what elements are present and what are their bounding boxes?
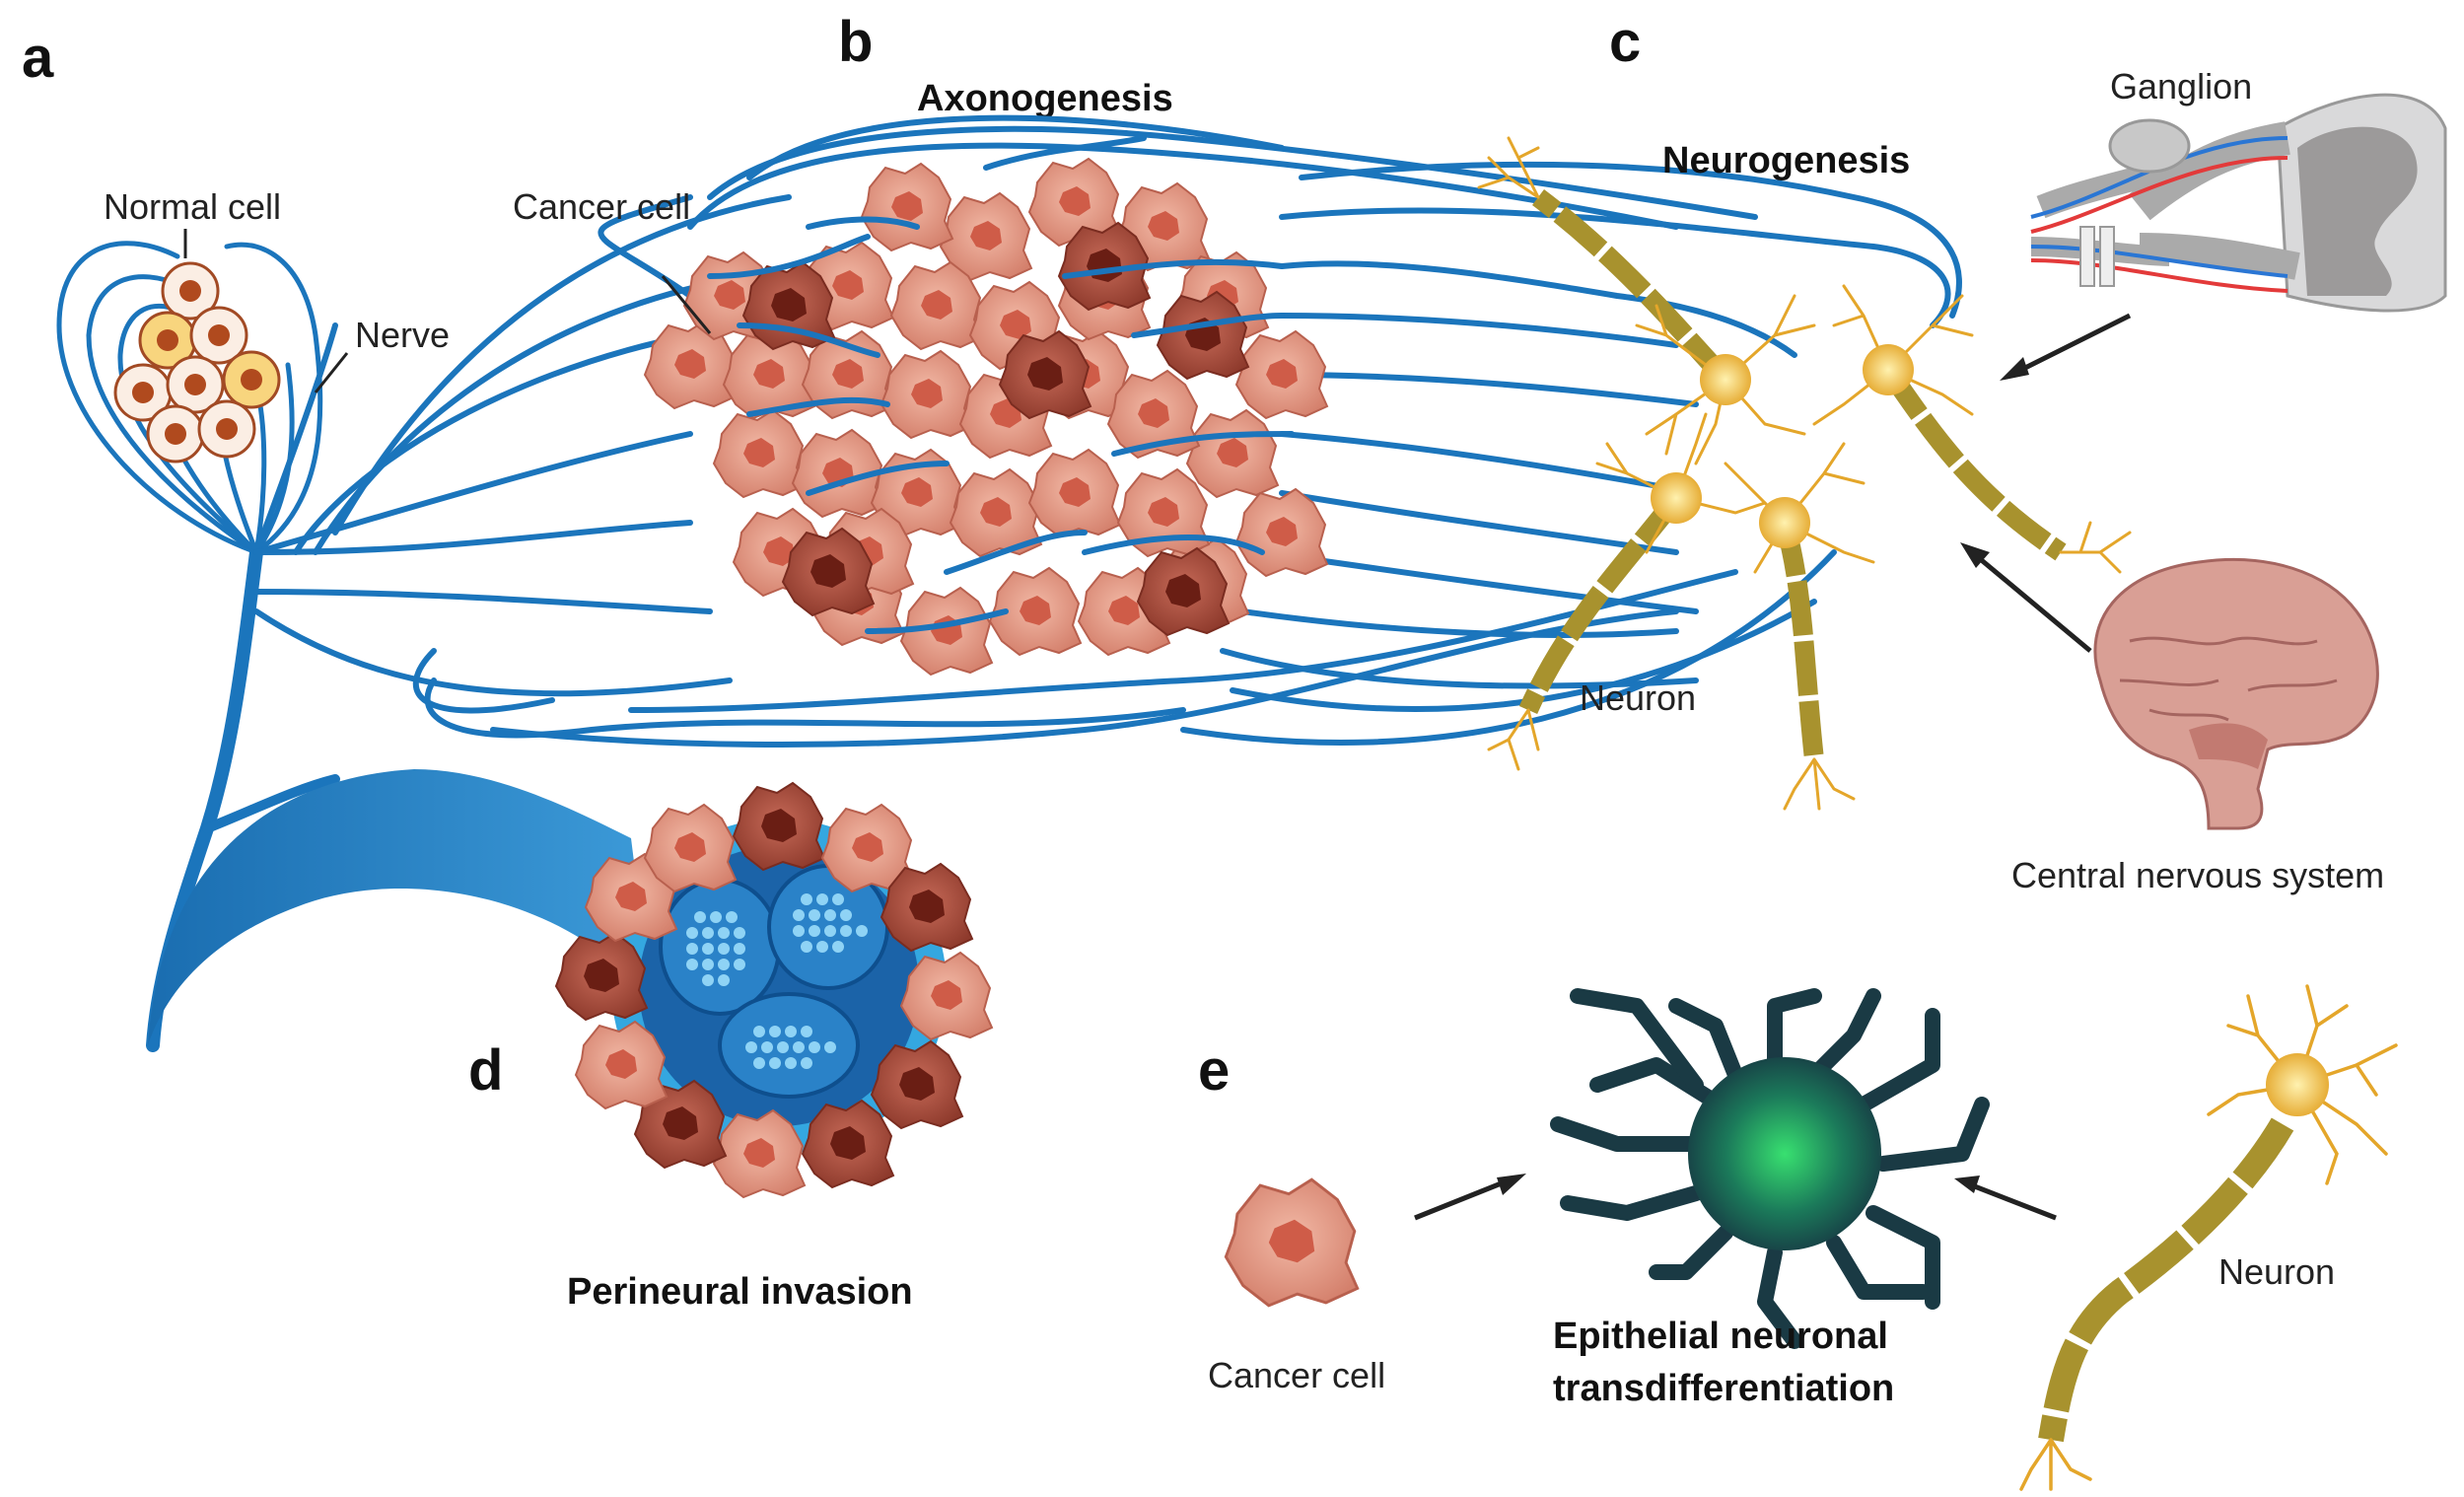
normal-cell-label: Normal cell [104, 186, 281, 227]
panel-d-letter: d [468, 1038, 503, 1103]
fascicle-axons [686, 893, 868, 1069]
nerve-label: Nerve [355, 315, 450, 355]
cancer-cell-leader [661, 275, 712, 334]
cancer-cell-e [1224, 1177, 1360, 1308]
ganglion-label: Ganglion [2110, 66, 2252, 107]
nerve-trunk-cross-section [148, 769, 947, 1154]
panel-e-letter: e [1198, 1038, 1230, 1103]
transdiff-title-line1: Epithelial neuronal [1553, 1316, 1888, 1357]
perineural-invasion-title: Perineural invasion [567, 1271, 913, 1313]
arrows-c [1960, 313, 2132, 653]
ganglion-illustration [2030, 93, 2447, 313]
tumor-mass [644, 158, 1328, 676]
neurogenesis-title: Neurogenesis [1662, 140, 1910, 181]
normal-cell-cluster [113, 261, 281, 463]
transdifferentiated-cell-body [1688, 1057, 1881, 1250]
cancer-cell-label-e: Cancer cell [1208, 1355, 1385, 1395]
axonogenesis-title: Axonogenesis [917, 78, 1173, 119]
axon-fibers [253, 114, 1962, 748]
neuron-label-e: Neuron [2218, 1251, 2335, 1292]
neuron-group [1477, 136, 2132, 811]
nerve-leader [314, 352, 349, 393]
penetrating-fibers [707, 135, 1295, 634]
neuron-e [2019, 984, 2398, 1491]
panel-a-letter: a [22, 26, 54, 90]
cns-label: Central nervous system [2011, 855, 2384, 895]
neuron-label-c: Neuron [1580, 677, 1696, 718]
brain-illustration [2093, 558, 2379, 830]
panel-c-letter: c [1609, 10, 1641, 74]
panel-b-letter: b [838, 10, 873, 74]
transdiff-title-line2: transdifferentiation [1553, 1368, 1894, 1409]
arrows-e [1414, 1174, 2057, 1221]
normal-cell [113, 261, 281, 463]
cancer-cell-label: Cancer cell [513, 186, 690, 227]
